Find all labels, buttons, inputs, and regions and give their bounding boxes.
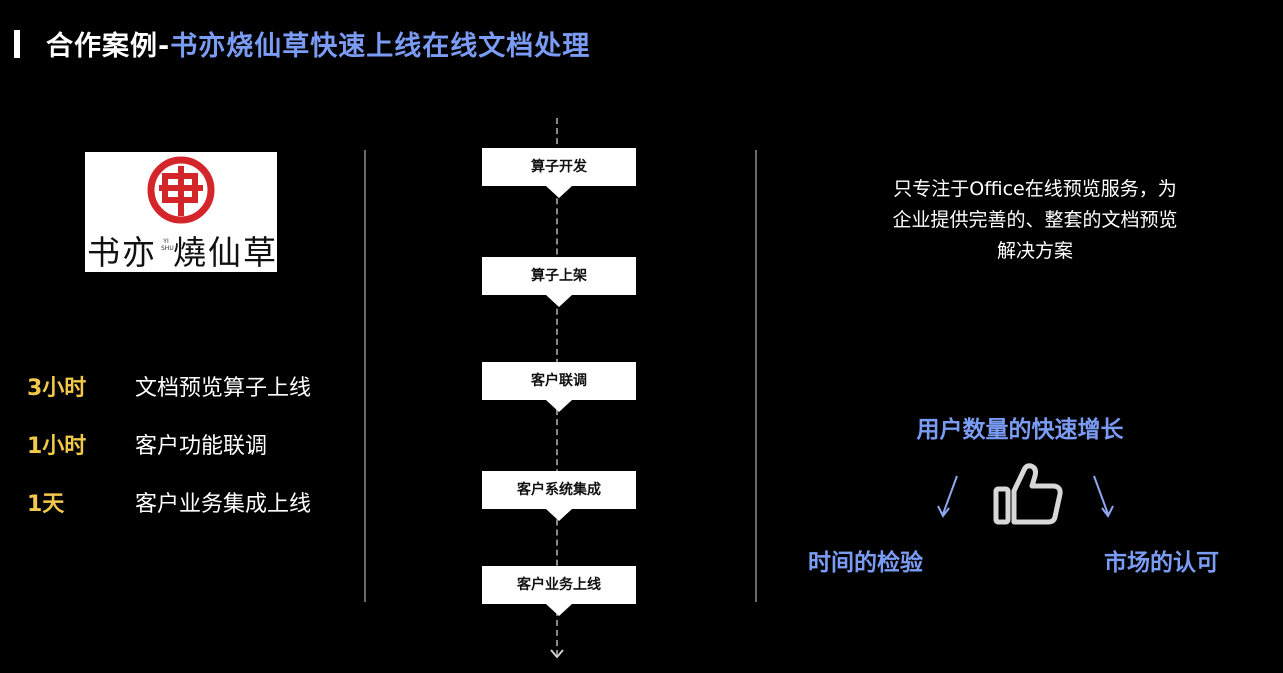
description-line: 企业提供完善的、整套的文档预览	[892, 209, 1178, 231]
flow-step: 算子上架	[482, 257, 636, 309]
stat-description: 客户业务集成上线	[135, 492, 312, 517]
time-test-label: 时间的检验	[808, 550, 923, 576]
brand-logo: 书亦燒仙草 YI SHU	[85, 152, 277, 272]
flow-step: 算子开发	[482, 148, 636, 200]
arrow-down-right-icon	[1093, 475, 1114, 518]
flow-end-arrow-icon	[550, 649, 564, 659]
flow-step: 客户联调	[482, 362, 636, 414]
seal-icon	[147, 156, 215, 224]
stat-value: 3小时	[27, 376, 87, 401]
service-description: 只专注于Office在线预览服务，为 企业提供完善的、整套的文档预览 解决方案	[850, 174, 1220, 267]
flow-step-label: 算子开发	[531, 159, 587, 175]
thumbs-up-icon	[993, 463, 1063, 525]
title-highlight: 书亦烧仙草快速上线在线文档处理	[170, 31, 591, 62]
page-title: 合作案例-书亦烧仙草快速上线在线文档处理	[46, 24, 590, 63]
brand-text-a: 书亦	[87, 233, 157, 272]
description-line: 只专注于Office在线预览服务，为	[893, 178, 1177, 200]
left-divider	[364, 150, 366, 602]
arrow-down-left-icon	[937, 475, 958, 518]
title-prefix: 合作案例-	[46, 31, 171, 62]
flow-step-label: 算子上架	[531, 268, 587, 284]
flow-step-label: 客户业务上线	[517, 577, 601, 593]
stat-value: 1小时	[27, 434, 87, 459]
stat-description: 文档预览算子上线	[135, 376, 312, 401]
flow-step: 客户业务上线	[482, 566, 636, 618]
stat-description: 客户功能联调	[135, 434, 268, 459]
title-accent-bar	[14, 30, 20, 58]
brand-name: 书亦燒仙草	[87, 226, 278, 274]
flow-step-label: 客户系统集成	[517, 482, 601, 498]
brand-small-letters: YI SHU	[161, 238, 174, 252]
flow-step-label: 客户联调	[531, 373, 587, 389]
right-divider	[755, 150, 757, 602]
brand-text-b: 燒仙草	[173, 233, 278, 272]
stat-value: 1天	[27, 492, 65, 517]
growth-heading: 用户数量的快速增长	[916, 417, 1124, 443]
description-line: 解决方案	[996, 240, 1073, 262]
market-approval-label: 市场的认可	[1104, 550, 1219, 576]
flow-step: 客户系统集成	[482, 471, 636, 523]
